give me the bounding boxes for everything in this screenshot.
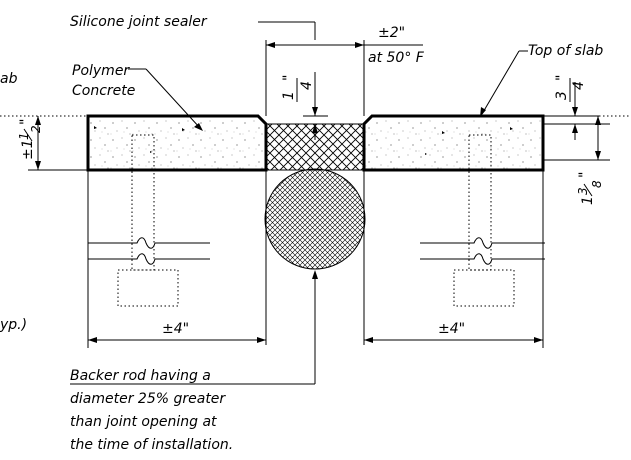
backer-note-line4: the time of installation. [70,437,233,453]
backer-note-line2: diameter 25% greater [70,391,226,407]
polymer-label-line2: Concrete [72,83,135,99]
svg-text:2: 2 [29,125,43,133]
svg-text:": " [577,172,593,178]
left-partial-label: ab [0,71,18,87]
svg-text:±1: ±1 [20,139,36,160]
left-width-dimension: ±4" [162,321,189,337]
svg-text:3: 3 [554,91,570,100]
slab-thickness-dimension: 1 3 8 " [576,172,604,205]
typ-partial-label: yp.) [0,317,27,333]
backer-note-line1: Backer rod having a [70,368,211,384]
right-polymer-slab [362,114,545,172]
svg-text:3: 3 [576,187,590,195]
svg-text:1: 1 [17,132,31,140]
right-anchor [420,134,545,307]
polymer-label-line1: Polymer [72,63,130,79]
slab-depth-dimension: ±1 1 2 " [17,119,43,160]
backer-rod [264,168,366,270]
sealer-depth-dimension: 1 4 " [281,75,315,102]
svg-text:": " [281,75,297,81]
svg-text:1: 1 [580,196,596,205]
top-of-slab-label: Top of slab [528,43,603,59]
svg-text:4: 4 [299,81,315,90]
left-anchor [88,134,210,307]
silicone-joint-sealer-label: Silicone joint sealer [70,14,208,30]
svg-text:8: 8 [590,180,604,188]
svg-text:1: 1 [281,91,297,100]
joint-width-temperature: at 50° F [368,50,425,66]
left-polymer-slab [86,114,268,172]
joint-width-dimension: ±2" [378,25,405,41]
top-layer-depth-dimension: 3 4 " [554,75,587,102]
backer-note-line3: than joint opening at [70,414,217,430]
svg-text:": " [18,119,34,125]
right-width-dimension: ±4" [438,321,465,337]
svg-text:4: 4 [571,81,587,90]
svg-text:": " [554,75,570,81]
